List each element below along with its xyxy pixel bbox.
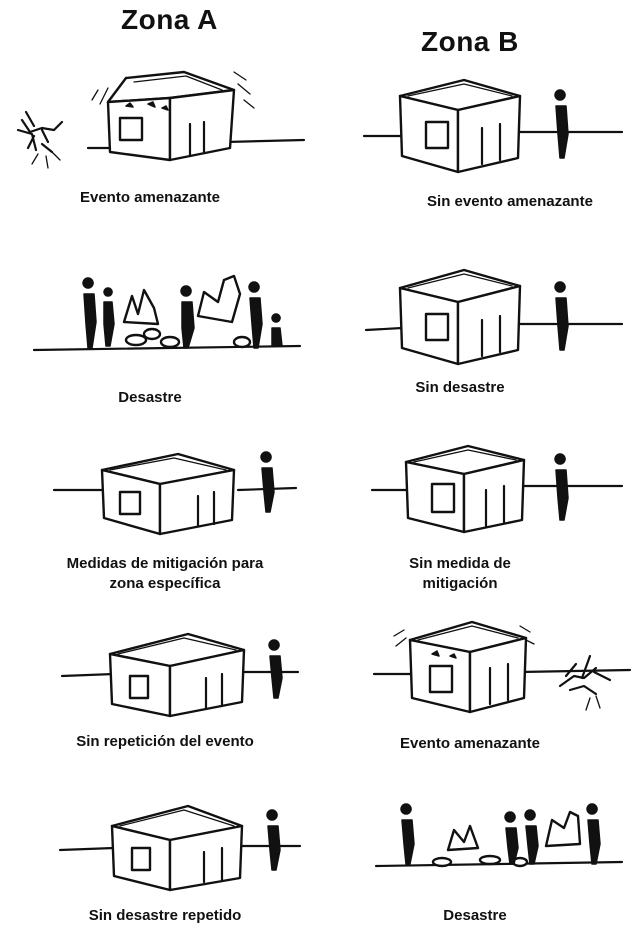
zone-a-no-repeated-disaster-illustration bbox=[56, 790, 306, 900]
ground-line bbox=[362, 130, 624, 138]
caption-line: mitigación bbox=[422, 575, 498, 592]
ruined-walls bbox=[122, 274, 242, 326]
ground-line bbox=[60, 670, 300, 678]
zone-b-caption-event: Evento amenazante bbox=[399, 735, 541, 752]
zone-b-caption-no-event: Sin evento amenazante bbox=[427, 193, 593, 210]
shaking-lines bbox=[91, 71, 255, 109]
house bbox=[398, 268, 522, 366]
rubble bbox=[431, 854, 529, 868]
zone-a-caption-disaster: Desastre bbox=[118, 389, 182, 406]
ruined-walls bbox=[446, 810, 582, 852]
house-damaged bbox=[106, 70, 236, 162]
fallen-tree bbox=[558, 654, 612, 711]
house bbox=[108, 632, 246, 718]
person bbox=[554, 281, 569, 351]
zone-b-no-mitigation-illustration bbox=[368, 440, 628, 545]
house-damaged bbox=[408, 620, 528, 714]
zone-a-title: Zona A bbox=[121, 4, 218, 35]
zone-b-no-disaster-illustration bbox=[360, 262, 630, 377]
ground-line bbox=[372, 668, 632, 676]
zone-b-disaster-illustration bbox=[370, 800, 630, 900]
person bbox=[260, 451, 275, 513]
shaking-lines bbox=[393, 625, 535, 647]
house bbox=[110, 804, 244, 892]
fallen-tree bbox=[16, 110, 64, 169]
ground-line bbox=[374, 860, 624, 868]
zone-a-caption-event: Evento amenazante bbox=[79, 189, 221, 206]
zone-a-caption-no-repetition: Sin repetición del evento bbox=[76, 733, 254, 750]
zone-b-no-event-illustration bbox=[360, 70, 630, 185]
zone-b-caption-no-disaster: Sin desastre bbox=[415, 379, 505, 396]
caption-line: Sin medida de bbox=[409, 555, 511, 572]
zone-b-caption-disaster: Desastre bbox=[443, 907, 507, 924]
people bbox=[400, 803, 601, 865]
ground-line bbox=[364, 322, 624, 332]
person bbox=[268, 639, 283, 699]
ground-line bbox=[370, 484, 624, 492]
zone-a-caption-mitigation: Medidas de mitigación para zona específi… bbox=[20, 554, 310, 594]
rubble bbox=[124, 327, 252, 349]
person bbox=[266, 809, 281, 871]
zone-b-title: Zona B bbox=[421, 26, 519, 57]
zone-a-mitigation-illustration bbox=[50, 440, 300, 545]
person bbox=[554, 453, 569, 521]
zone-b-event-illustration bbox=[370, 616, 635, 731]
caption-line: Medidas de mitigación para bbox=[66, 555, 264, 572]
house bbox=[404, 444, 526, 534]
people bbox=[82, 277, 283, 349]
caption-line: zona específica bbox=[109, 575, 221, 592]
zone-a-no-repetition-illustration bbox=[58, 620, 308, 725]
zone-a-event-illustration bbox=[8, 60, 308, 185]
zone-a-disaster-illustration bbox=[28, 262, 308, 367]
house bbox=[398, 78, 522, 174]
house-reinforced bbox=[100, 452, 236, 536]
zone-b-caption-no-mitigation: Sin medida de mitigación bbox=[345, 554, 575, 594]
person bbox=[554, 89, 569, 159]
zone-a-caption-no-repeated-disaster: Sin desastre repetido bbox=[88, 907, 242, 924]
